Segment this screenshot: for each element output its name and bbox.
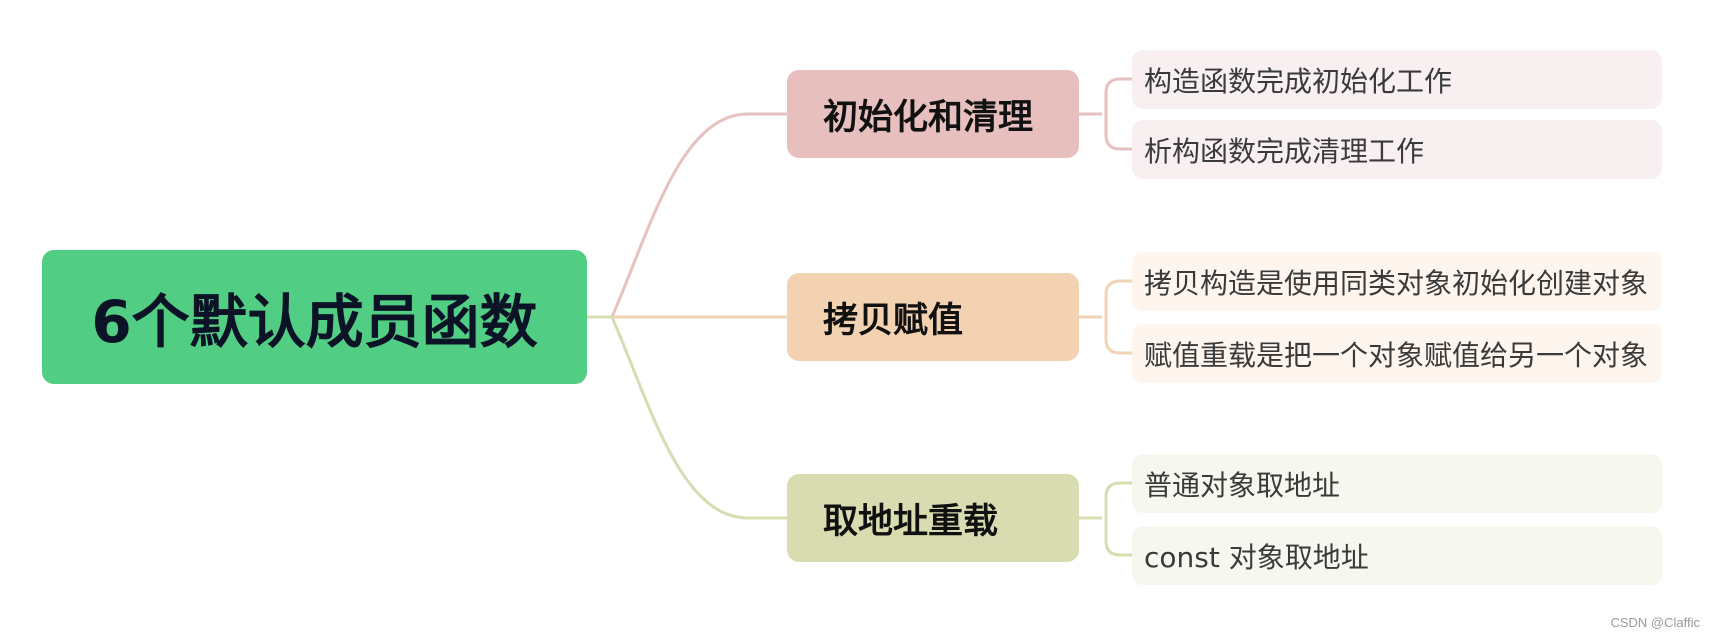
leaf-destructor[interactable]: 析构函数完成清理工作 bbox=[1132, 120, 1662, 179]
connector-init-cleanup-to-leaves bbox=[1079, 77, 1132, 151]
leaf-constructor[interactable]: 构造函数完成初始化工作 bbox=[1132, 50, 1662, 109]
leaf-label: 赋值重载是把一个对象赋值给另一个对象 bbox=[1144, 338, 1649, 372]
leaf-assignment-overload[interactable]: 赋值重载是把一个对象赋值给另一个对象 bbox=[1132, 324, 1662, 383]
leaf-const-address-of[interactable]: const 对象取地址 bbox=[1132, 526, 1662, 585]
branch-label: 拷贝赋值 bbox=[823, 300, 964, 341]
connector-address-overload-to-leaves bbox=[1079, 481, 1132, 557]
branch-copy-assign[interactable]: 拷贝赋值 bbox=[787, 273, 1079, 361]
branch-label: 初始化和清理 bbox=[823, 97, 1034, 138]
connector-copy-assign-to-leaves bbox=[1079, 279, 1132, 355]
connector-root-to-address-overload bbox=[587, 315, 787, 520]
leaf-label: 析构函数完成清理工作 bbox=[1144, 134, 1425, 168]
leaf-copy-constructor[interactable]: 拷贝构造是使用同类对象初始化创建对象 bbox=[1132, 252, 1662, 311]
leaf-normal-address-of[interactable]: 普通对象取地址 bbox=[1132, 454, 1662, 513]
leaf-label: const 对象取地址 bbox=[1144, 540, 1369, 574]
watermark: CSDN @Claffic bbox=[1610, 615, 1700, 630]
root-label: 6个默认成员函数 bbox=[91, 288, 538, 356]
branch-address-overload[interactable]: 取地址重载 bbox=[787, 474, 1079, 562]
leaf-label: 构造函数完成初始化工作 bbox=[1144, 64, 1453, 98]
root-node[interactable]: 6个默认成员函数 bbox=[42, 250, 587, 384]
branch-label: 取地址重载 bbox=[823, 501, 999, 542]
connector-root-to-init-cleanup bbox=[587, 112, 787, 319]
branch-init-cleanup[interactable]: 初始化和清理 bbox=[787, 70, 1079, 158]
leaf-label: 普通对象取地址 bbox=[1144, 468, 1341, 502]
leaf-label: 拷贝构造是使用同类对象初始化创建对象 bbox=[1144, 266, 1649, 300]
